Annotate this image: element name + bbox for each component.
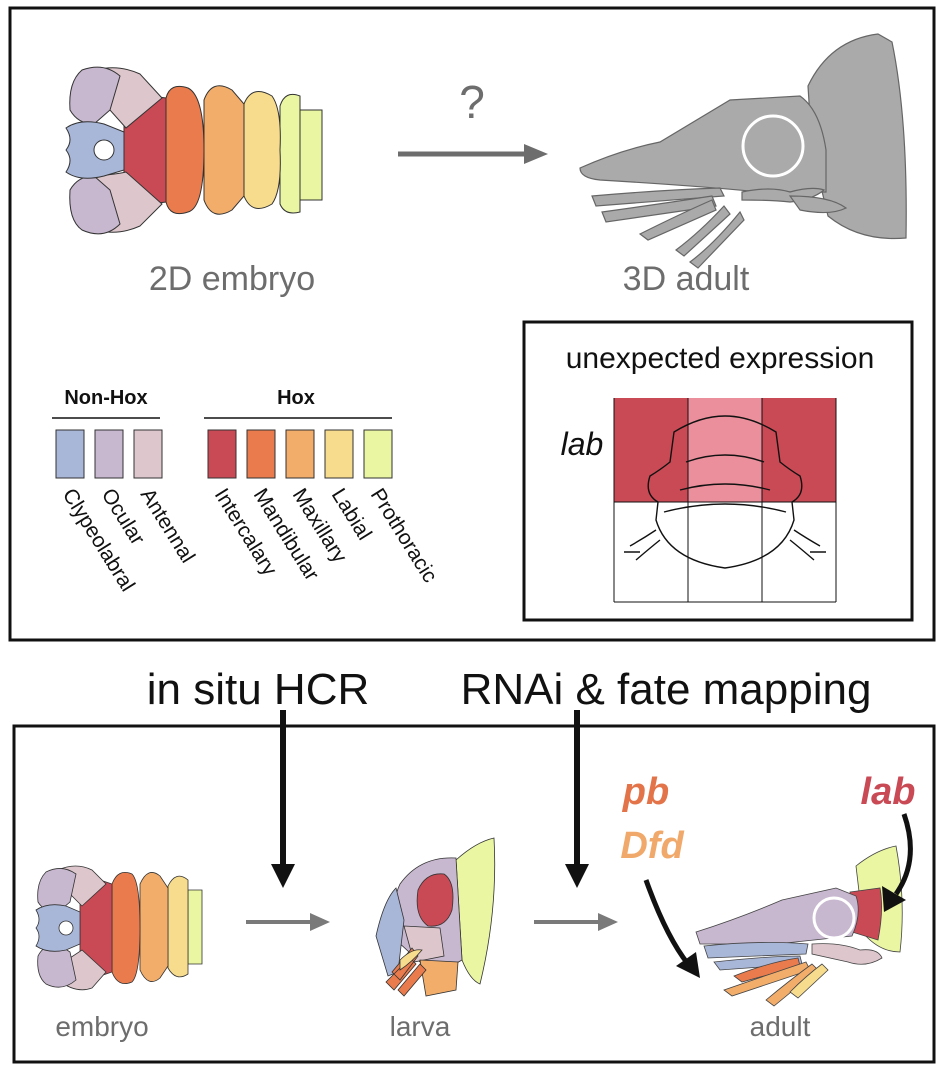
inset-expression-right [762,398,836,502]
adult-colored-illustration [695,845,903,1007]
question-mark: ? [459,76,485,128]
stage-arrow-2 [534,913,618,931]
legend-swatch-mandibular [246,429,276,479]
method-label-hcr: in situ HCR [147,665,370,714]
adult-eye-circle-marker [812,896,856,940]
stage-label-larva: larva [390,1011,451,1042]
bottom-panel-border [12,724,936,1064]
gene-label-lab: lab [861,771,916,813]
legend-nonhox-title: Non-Hox [64,387,147,409]
lab-curved-arrow [882,813,913,912]
eye-circle-marker [741,114,805,178]
adult-3d-label: 3D adult [623,260,750,298]
inset-title: unexpected expression [566,342,875,375]
legend-label-antennal: Antennal [136,484,199,566]
embryo-small-illustration [35,865,203,991]
inset-unexpected-expression: unexpected expression lab [522,320,914,622]
adult-3d-illustration [579,33,907,269]
inset-expression-left [614,398,688,502]
stage-arrow-1 [246,913,330,931]
embryo-2d-label: 2D embryo [149,260,315,298]
hcr-down-arrow [271,710,295,888]
legend-swatch-maxillary [285,429,315,479]
legend-hox-title: Hox [277,387,315,409]
legend-swatch-intercalary [207,429,237,479]
stage-label-adult: adult [750,1011,811,1042]
legend-swatch-ocular [94,429,124,479]
legend-swatch-clypeolabral [55,429,85,479]
legend-swatch-prothoracic [363,429,393,479]
rnai-down-arrow [565,710,589,888]
pb-dfd-curved-arrow [643,879,700,978]
stage-label-embryo: embryo [55,1011,148,1042]
larva-illustration [375,837,496,997]
transformation-arrow [398,144,548,164]
gene-label-pb: pb [622,771,669,813]
embryo-2d-illustration [65,66,323,235]
method-label-rnai: RNAi & fate mapping [461,665,872,714]
inset-gene-label: lab [561,426,604,462]
legend-label-prothoracic: Prothoracic [366,484,442,586]
legend-swatch-antennal [133,429,163,479]
larva-head-outline [624,415,826,569]
legend-swatch-labial [324,429,354,479]
top-panel-border [8,6,936,642]
gene-label-dfd: Dfd [620,825,684,867]
